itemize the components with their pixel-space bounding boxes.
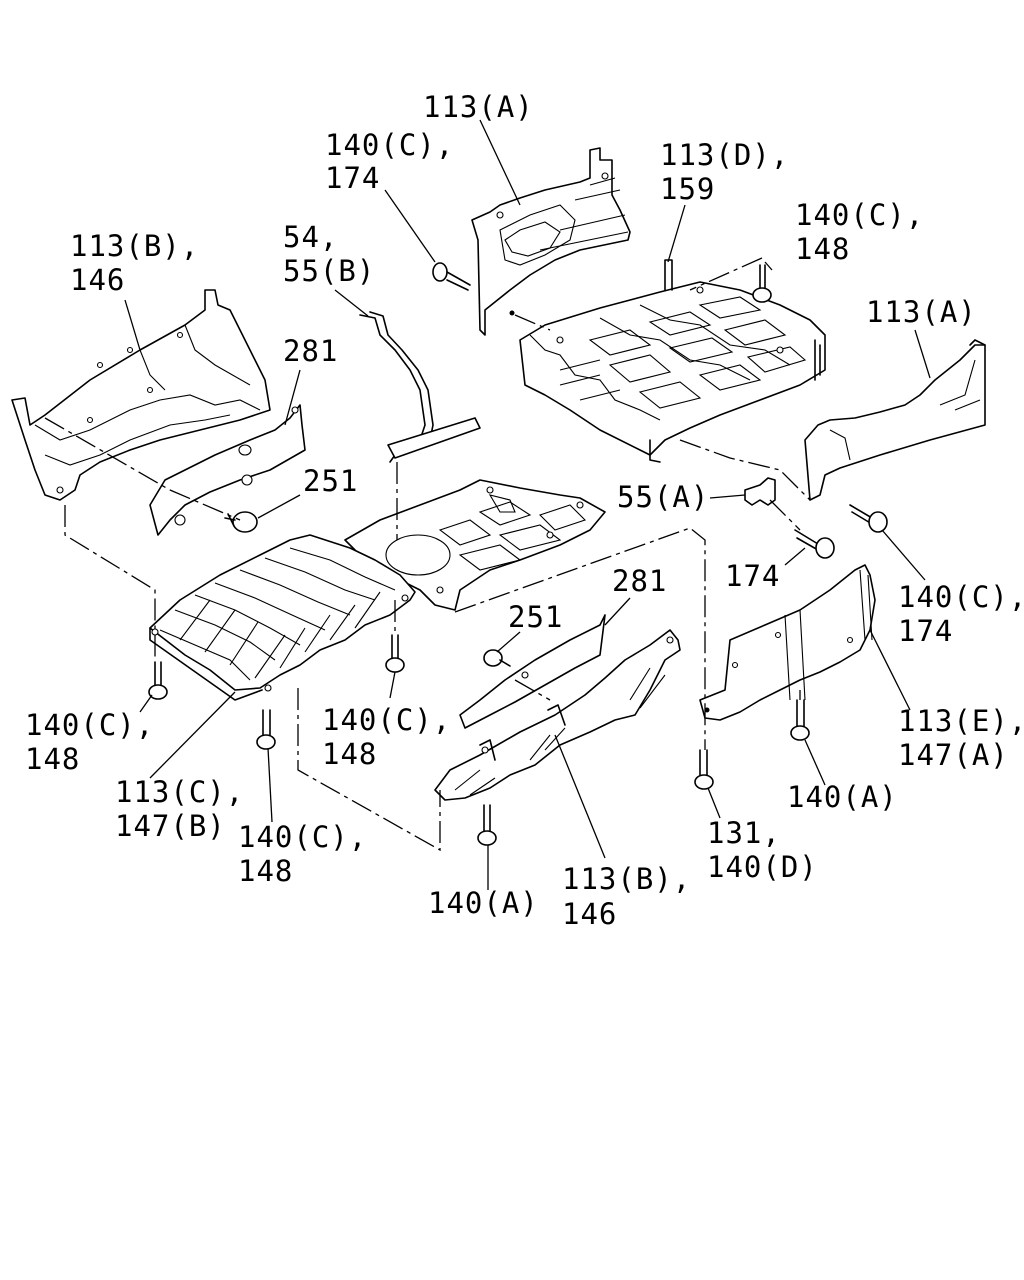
label-251-mid: 251 (508, 600, 563, 634)
label-131-2: 140(D) (707, 850, 818, 884)
label-113a-right: 113(A) (866, 295, 977, 329)
label-140c-center-1: 140(C), (322, 703, 451, 737)
label-55a: 55(A) (617, 480, 709, 514)
label-140c-174-1: 140(C), (898, 580, 1024, 614)
label-54-1: 54, (283, 220, 338, 254)
bolt-140c-left (148, 661, 168, 700)
bolt-140a-right (790, 699, 810, 741)
label-113d-1: 113(D), (660, 138, 789, 172)
bolt-140c-topright (752, 264, 772, 303)
label-140c-right-2: 148 (795, 232, 850, 266)
bolt-140c-top (432, 262, 471, 291)
shield-281-left (149, 404, 306, 536)
guard-113a-top (471, 147, 631, 336)
labels: 113(A) 140(C), 174 113(D), 159 140(C), 1… (25, 90, 1024, 931)
label-113c-2: 147(B) (115, 809, 226, 843)
label-113b-left-2: 146 (70, 263, 125, 297)
label-140c-left-1: 140(C), (25, 708, 154, 742)
plate-113d (519, 259, 826, 463)
plate-center (344, 479, 606, 611)
label-140c-bottom-2: 148 (238, 854, 293, 888)
guard-113b-bottom (434, 629, 681, 801)
label-131-1: 131, (707, 816, 781, 850)
bolt-140a-bottom (477, 804, 497, 846)
label-113a-top: 113(A) (423, 90, 534, 124)
phantom-lines (44, 257, 811, 852)
label-281-mid: 281 (612, 564, 667, 598)
label-113b-bottom-1: 113(B), (562, 862, 691, 896)
shield-281-mid (459, 614, 606, 729)
label-140c-bottom-1: 140(C), (238, 820, 367, 854)
label-251-left: 251 (303, 464, 358, 498)
label-140c-left-2: 148 (25, 742, 80, 776)
stay-54 (359, 311, 481, 463)
label-140c-center-2: 148 (322, 737, 377, 771)
guard-113b-left (11, 289, 271, 501)
label-174: 174 (725, 559, 780, 593)
bolt-140c-bottom (256, 709, 276, 750)
label-140c-top-2: 174 (325, 161, 380, 195)
label-113b-bottom-2: 146 (562, 897, 617, 931)
bolt-174 (794, 529, 835, 559)
label-140c-174-2: 174 (898, 614, 953, 648)
leader-lines (124, 119, 931, 890)
label-140a-bottom: 140(A) (428, 886, 539, 920)
label-140c-right-1: 140(C), (795, 198, 924, 232)
guard-113a-right (804, 339, 986, 501)
label-113e-1: 113(E), (898, 704, 1024, 738)
label-54-2: 55(B) (283, 254, 375, 288)
screw-251-left (224, 511, 258, 533)
bolt-131 (694, 749, 714, 790)
label-113d-2: 159 (660, 172, 715, 206)
label-113b-left-1: 113(B), (70, 229, 199, 263)
bolt-140c-center (385, 634, 405, 673)
label-140a-right: 140(A) (787, 780, 898, 814)
screw-251-mid (483, 649, 511, 667)
bolt-140c-174-right (849, 504, 888, 533)
label-113e-2: 147(A) (898, 738, 1009, 772)
bracket-55a (744, 477, 776, 506)
label-140c-top-1: 140(C), (325, 128, 454, 162)
label-281-left: 281 (283, 334, 338, 368)
plate-113c (149, 534, 416, 701)
label-113c-1: 113(C), (115, 775, 244, 809)
